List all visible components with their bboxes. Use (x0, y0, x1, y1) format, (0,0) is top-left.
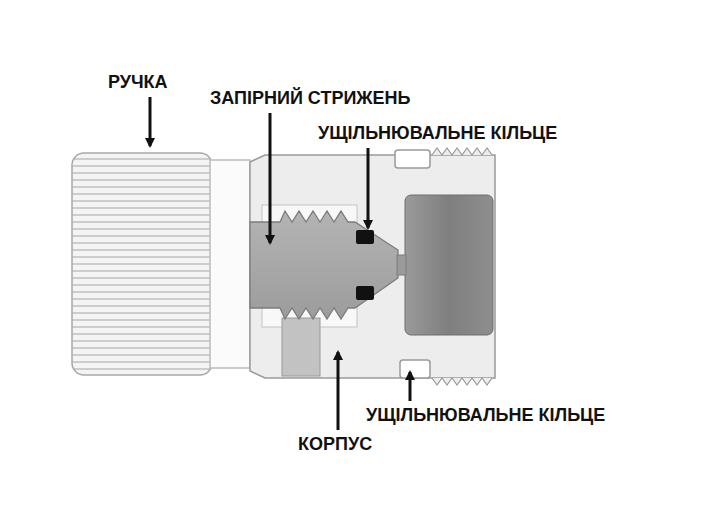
part-label: РУЧКА (108, 72, 168, 93)
o-ring (356, 286, 374, 300)
part-label: КОРПУС (298, 434, 372, 455)
stem-lower (282, 318, 320, 376)
label-holder: ЗАПІРНИЙ СТРИЖЕНЬ (210, 88, 411, 109)
leader-arrow (149, 97, 152, 146)
closing-stem (250, 211, 398, 319)
label-holder: УЩІЛЬНЮВАЛЬНЕ КІЛЬЦЕ (318, 123, 557, 144)
label-holder: УЩІЛЬНЮВАЛЬНЕ КІЛЬЦЕ (366, 405, 605, 426)
outer-thread (432, 148, 492, 155)
leader-arrow (269, 113, 272, 243)
leader-arrow (409, 372, 412, 401)
outer-thread (432, 378, 492, 385)
o-ring (356, 230, 374, 244)
label-holder: КОРПУС (298, 434, 372, 455)
part-label: ЗАПІРНИЙ СТРИЖЕНЬ (210, 88, 411, 109)
leader-arrow (337, 352, 340, 430)
stem-tip (397, 255, 406, 275)
leader-arrow (367, 148, 370, 228)
label-holder: РУЧКА (108, 72, 168, 93)
handle-collar (210, 160, 250, 368)
knurled-handle (72, 153, 212, 375)
seal-ring (400, 360, 430, 378)
valve-body (250, 155, 495, 378)
outlet-chamber (405, 195, 493, 335)
seal-groove (395, 150, 430, 168)
part-label: УЩІЛЬНЮВАЛЬНЕ КІЛЬЦЕ (366, 405, 605, 426)
part-label: УЩІЛЬНЮВАЛЬНЕ КІЛЬЦЕ (318, 123, 557, 144)
